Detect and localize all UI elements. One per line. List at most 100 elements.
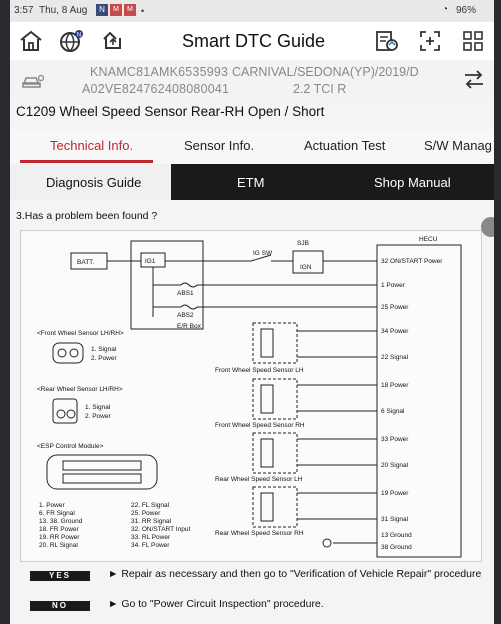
front-sensor-title: <Front Wheel Sensor LH/RH> [37,330,124,337]
sensor-rear-rh: Rear Wheel Speed Sensor RH [215,486,377,537]
yes-answer-label: Repair as necessary and then go to "Veri… [121,568,482,580]
esp-pin: 18. FR Power [39,526,80,533]
ign-label: IGN [300,264,312,271]
vehicle-info-bar: KNAMC81AMK6535993 A02VE824762408080041 C… [10,60,494,100]
tab-sw-management[interactable]: S/W Manag [424,138,492,153]
home-icon[interactable] [18,28,44,54]
status-time: 3:57 [14,5,34,16]
hecu-pin: 31 Signal [381,516,409,523]
scroll-handle[interactable] [481,217,494,237]
sensor-front-lh: Front Wheel Speed Sensor LH [215,322,377,374]
dtc-title: C1209 Wheel Speed Sensor Rear-RH Open / … [16,104,325,119]
hecu-pin: 32 ON/START Power [381,258,443,265]
ig-sw-label: IG SW [253,250,273,257]
subtab-diagnosis-guide[interactable]: Diagnosis Guide [10,164,171,200]
hecu-pin: 22 Signal [381,354,409,361]
esp-pin: 6. FR Signal [39,510,75,517]
more-notifications-icon: • [141,6,145,16]
abs2-label: ABS2 [177,312,194,319]
vehicle-upload-icon[interactable] [100,28,126,54]
sensor-label: Rear Wheel Speed Sensor RH [215,530,304,537]
swap-vehicle-icon[interactable] [462,68,486,90]
page-title: Smart DTC Guide [182,31,326,51]
esp-pin: 25. Power [131,510,161,517]
subtab-etm[interactable]: ETM [237,175,265,190]
esp-pin: 33. RL Power [131,534,171,541]
app-header: N Smart DTC Guide [10,22,494,60]
status-bar: 3:57 Thu, 8 Aug N M M • ◔ 96% [10,0,494,22]
esp-pin: 19. RR Power [39,534,80,541]
esp-pin: 20. RL Signal [39,542,78,549]
er-box-label: E/R Box [177,323,202,330]
esp-connector-icon [46,454,158,490]
wifi-icon: ◔ [442,4,449,15]
esp-pin-list-left: 1. Power 6. FR Signal 13. 38. Ground 18.… [39,502,83,549]
front-pin: 1. Signal [91,346,117,353]
main-tabs: Technical Info. Sensor Info. Actuation T… [10,130,494,164]
hecu-pin: 18 Power [381,382,409,389]
car-icon [22,74,44,88]
esp-pin: 32. ON/START Input [131,526,190,533]
front-pin: 2. Power [91,355,117,362]
abs1-label: ABS1 [177,290,194,297]
wiring-diagram: BATT. IG1 ABS1 ABS2 E/R Box IG SW SJB IG… [20,230,482,562]
no-answer-text[interactable]: ► Go to "Power Circuit Inspection" proce… [108,598,324,610]
tab-sensor-info[interactable]: Sensor Info. [184,138,255,153]
subtab-shop-manual[interactable]: Shop Manual [374,175,451,190]
vehicle-model: CARNIVAL/SEDONA(YP)/2019/D [232,65,419,79]
notification-icon: N [96,4,108,16]
grid-menu-icon[interactable] [460,28,486,54]
esp-pin: 34. FL Power [131,542,170,549]
rear-sensor-title: <Rear Wheel Sensor LH/RH> [37,386,123,393]
hecu-pin: 20 Signal [381,462,409,469]
svg-text:N: N [77,33,81,39]
answer-options: YES ► Repair as necessary and then go to… [20,560,492,624]
esp-pin-list-right: 22. FL Signal 25. Power 31. RR Signal 32… [131,502,190,549]
expand-frame-icon[interactable] [417,28,443,54]
esp-pin: 22. FL Signal [131,502,170,509]
batt-label: BATT. [77,259,94,266]
hecu-pin: 1 Power [381,282,406,289]
sensor-front-rh: Front Wheel Speed Sensor RH [215,378,377,429]
battery-level: 96% [456,5,477,16]
esp-pin: 13. 38. Ground [39,518,83,525]
diagnosis-question: 3.Has a problem been found ? [16,210,158,222]
front-connector-icon [52,342,84,364]
yes-badge[interactable]: YES [30,571,90,581]
no-badge[interactable]: NO [30,601,90,611]
no-answer-label: Go to "Power Circuit Inspection" procedu… [121,598,324,610]
hecu-pin: 6 Signal [381,408,405,415]
yes-answer-text[interactable]: ► Repair as necessary and then go to "Ve… [108,568,482,580]
wiring-diagram-svg: BATT. IG1 ABS1 ABS2 E/R Box IG SW SJB IG… [37,236,462,558]
esp-pin: 31. RR Signal [131,518,172,525]
hecu-pin: 38 Ground [381,544,412,551]
globe-network-icon[interactable]: N [58,28,84,54]
sensor-label: Front Wheel Speed Sensor LH [215,367,304,374]
hecu-pin: 13 Ground [381,532,412,539]
esp-title: <ESP Control Module> [37,443,104,450]
rear-connector-icon [52,398,78,424]
sub-tabs: Diagnosis Guide ETM Shop Manual [10,164,494,200]
hecu-pin-list: 32 ON/START Power 1 Power 25 Power 34 Po… [381,258,443,551]
sjb-label: SJB [297,240,309,247]
tab-technical-info[interactable]: Technical Info. [50,138,134,153]
mail-icon: M [124,4,136,16]
tab-actuation-test[interactable]: Actuation Test [304,138,386,153]
active-tab-indicator [20,160,153,163]
mail-icon: M [110,4,122,16]
vehicle-engine: 2.2 TCI R [293,82,347,96]
hecu-pin: 33 Power [381,436,409,443]
dtc-search-icon[interactable] [374,28,400,54]
status-date: Thu, 8 Aug [39,5,88,16]
sensor-label: Front Wheel Speed Sensor RH [215,422,305,429]
esp-pin: 1. Power [39,502,65,509]
vin-number: KNAMC81AMK6535993 [90,65,229,79]
sensor-rear-lh: Rear Wheel Speed Sensor LH [215,432,377,483]
app-screen: 3:57 Thu, 8 Aug N M M • ◔ 96% N Smart DT… [10,0,494,624]
hecu-pin: 19 Power [381,490,409,497]
ig1-label: IG1 [145,258,156,265]
rear-pin: 1. Signal [85,404,111,411]
sensor-label: Rear Wheel Speed Sensor LH [215,476,303,483]
subtab-label: Diagnosis Guide [46,175,142,190]
hecu-pin: 34 Power [381,328,409,335]
